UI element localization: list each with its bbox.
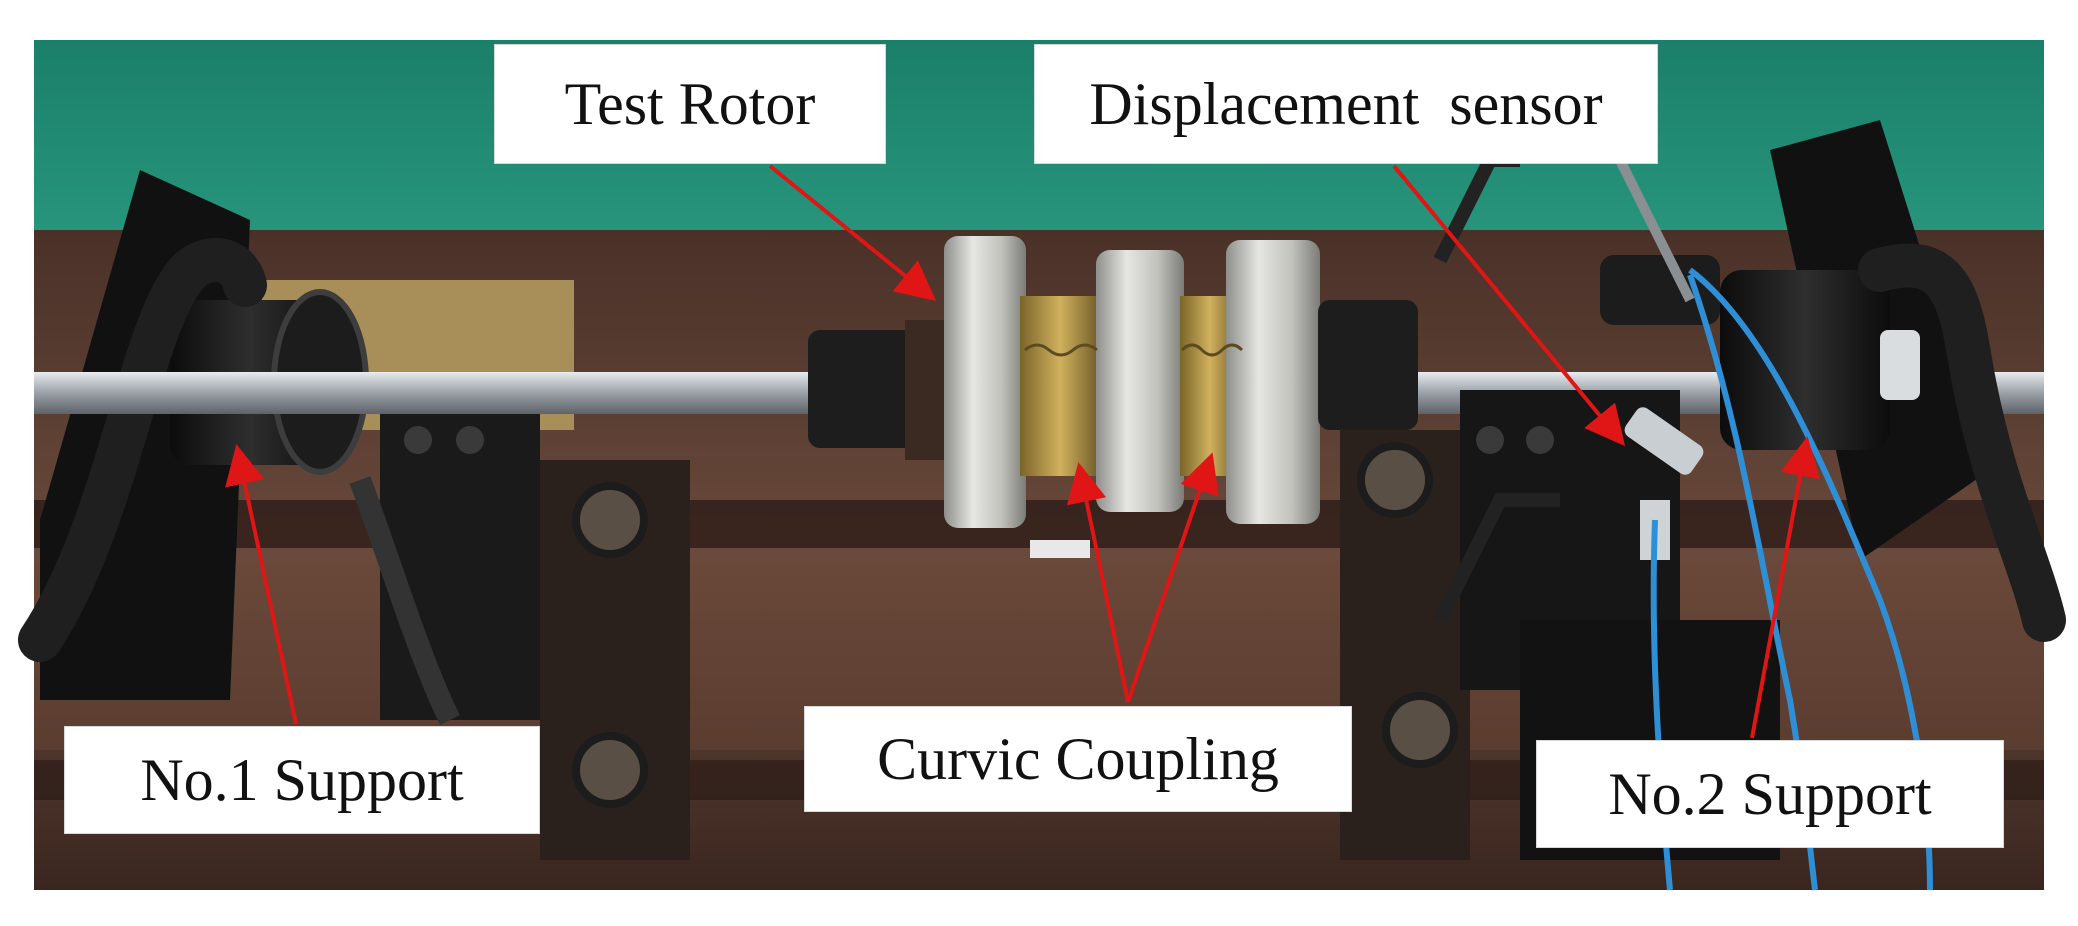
- curvic-teeth: [1180, 343, 1244, 357]
- hose-fitting: [1880, 330, 1920, 400]
- bolt: [572, 732, 648, 808]
- arrow-curvic-coupling-2: [1126, 452, 1219, 703]
- bolt: [572, 482, 648, 558]
- hydraulic-hose-left: [18, 238, 267, 662]
- bearing-housing-right: [1720, 270, 1890, 450]
- coupling-collar-left: [905, 320, 945, 460]
- brass-section-1: [1020, 296, 1100, 476]
- hole: [456, 426, 484, 454]
- label-displacement-sensor: Displacement sensor: [1034, 44, 1658, 164]
- hole: [404, 426, 432, 454]
- rotor-disc-2: [1096, 250, 1184, 512]
- sensor-rod: [1615, 157, 1695, 303]
- hydraulic-hose-right: [1858, 243, 2066, 642]
- arrow-no2-support: [1750, 436, 1820, 739]
- label-no1-support: No.1 Support: [64, 726, 540, 834]
- coupling-nut-right: [1318, 300, 1418, 430]
- support-frame-left: [380, 410, 540, 720]
- bolt: [1357, 442, 1433, 518]
- arrow-test-rotor: [768, 164, 937, 302]
- label-test-rotor: Test Rotor: [494, 44, 886, 164]
- displacement-probe: [1624, 407, 1704, 475]
- rotor-disc-1: [944, 236, 1026, 528]
- bolt: [1382, 692, 1458, 768]
- hole: [1476, 426, 1504, 454]
- oil-line-left: [349, 476, 460, 725]
- rotor-disc-3: [1226, 240, 1320, 524]
- arrow-no1-support: [225, 444, 298, 725]
- sensor-arm-bottom: [1433, 493, 1560, 624]
- label-curvic-coupling: Curvic Coupling: [804, 706, 1352, 812]
- label-no2-support: No.2 Support: [1536, 740, 2004, 848]
- hole: [1526, 426, 1554, 454]
- clip: [1030, 540, 1090, 558]
- curvic-teeth: [1024, 343, 1098, 357]
- arrow-curvic-coupling-1: [1066, 462, 1130, 703]
- arrow-displacement-sensor: [1392, 164, 1626, 447]
